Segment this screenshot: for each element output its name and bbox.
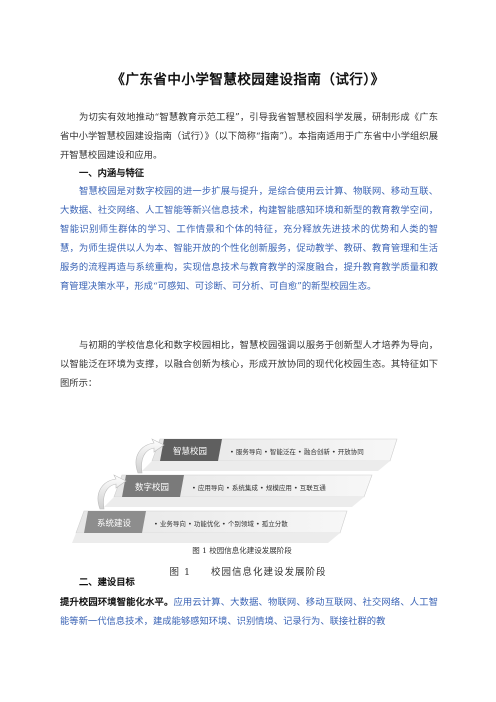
section1-heading: 一、内涵与特征 [79, 168, 145, 179]
up-arrow-icon [97, 474, 127, 510]
figure-caption: 图 1 校园信息化建设发展阶段 [0, 564, 496, 578]
development-stages-figure: 智慧校园 数字校园 系统建设 • 服务导向 • 智能泛在 • 融合创新 • 开放… [72, 438, 398, 555]
section2-text: 应用云计算、大数据、物联网、移动互联网、社交网络、人工智能等新一代信息技术，建成… [60, 597, 438, 627]
stage-features: • 应用导向 • 系统集成 • 规模应用 • 互联互通 [192, 483, 326, 492]
stage-box-bottom [84, 511, 146, 533]
stage-features: • 服务导向 • 智能泛在 • 融合创新 • 开放协同 [230, 447, 364, 456]
figure-inner-caption: 图 1 校园信息化建设发展阶段 [192, 545, 292, 555]
section2-lead: 提升校园环境智能化水平。 [60, 597, 174, 608]
up-arrow-icon [135, 438, 165, 474]
stage-name: 系统建设 [97, 518, 132, 529]
stage-name: 智慧校园 [173, 446, 207, 457]
figure-caption-label: 图 1 [169, 567, 192, 578]
stage-features: • 业务导向 • 功能优化 • 个别领域 • 孤立分散 [154, 519, 288, 528]
section2-heading: 二、建设目标 [79, 577, 135, 588]
section2-paragraph: 提升校园环境智能化水平。应用云计算、大数据、物联网、移动互联网、社交网络、人工智… [60, 593, 438, 631]
stage-box-top [160, 439, 222, 461]
section1-paragraph: 智慧校园是对数字校园的进一步扩展与提升，是综合使用云计算、物联网、移动互联、大数… [60, 186, 438, 292]
intro-paragraph: 为切实有效地推动“智慧教育示范工程”，引导我省智慧校园科学发展，研制形成《广东省… [60, 112, 438, 161]
figure-caption-text: 校园信息化建设发展阶段 [211, 567, 327, 578]
section1-paragraph-2: 与初期的学校信息化和数字校园相比，智慧校园强调以服务于创新型人才培养为导向，以智… [60, 340, 438, 389]
stage-name: 数字校园 [135, 482, 169, 493]
document-title: 《广东省中小学智慧校园建设指南（试行）》 [111, 72, 385, 88]
stage-box-mid [122, 475, 184, 497]
